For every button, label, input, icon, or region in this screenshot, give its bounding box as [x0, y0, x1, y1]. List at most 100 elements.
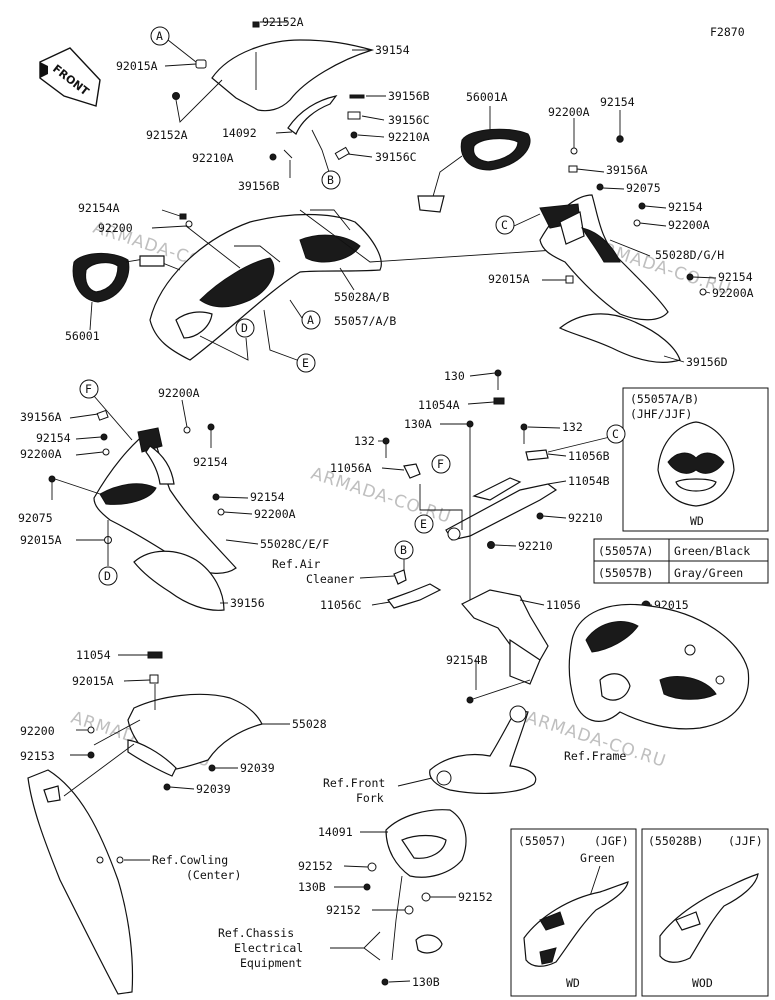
- label-92153: 92153: [20, 749, 55, 763]
- label-92200A-f: 92200A: [254, 507, 296, 521]
- bracket-11056B: [525, 449, 549, 461]
- trim-39156B-b: [283, 149, 293, 159]
- color-table-color-1: Green/Black: [674, 544, 750, 558]
- label-92152A-top: 92152A: [262, 15, 304, 29]
- inset-green-color: Green: [580, 851, 615, 865]
- trim-39156B: [349, 94, 365, 99]
- ref-chassis-1: Ref.Chassis: [218, 926, 294, 940]
- washer-92152-b: [404, 905, 414, 915]
- diagram-code: F2870: [710, 25, 745, 39]
- label-92039-a: 92039: [240, 761, 275, 775]
- label-92152-c: 92152: [458, 890, 493, 904]
- bracket-11056: [461, 589, 549, 685]
- bolt-92154B: [469, 679, 531, 701]
- cover-14091: 14091: [318, 809, 467, 961]
- bolt-132-b: [520, 423, 528, 431]
- label-92154A: 92154A: [78, 201, 120, 215]
- callout-b-top: [321, 170, 341, 190]
- label-92075-a: 92075: [626, 181, 661, 195]
- label-11056C: 11056C: [320, 598, 362, 612]
- label-11054: 11054: [76, 648, 111, 662]
- ref-cowling-1: Ref.Cowling: [152, 853, 228, 867]
- label-56001A: 56001A: [466, 90, 508, 104]
- bracket-11054B: [445, 477, 558, 541]
- inset-55028b-jjf: (55028B) (JJF) WOD: [641, 828, 769, 997]
- callout-a-top-label: A: [156, 29, 163, 43]
- label-92200-b: 92200: [20, 724, 55, 738]
- label-14092: 14092: [222, 126, 257, 140]
- front-arrow-icon: FRONT: [39, 47, 101, 107]
- callout-a-mid: [301, 310, 321, 330]
- label-92152-a: 92152: [298, 859, 333, 873]
- label-39156A-a: 39156A: [606, 163, 648, 177]
- screw-92039-b: [163, 783, 171, 791]
- label-92210A-a: 92210A: [388, 130, 430, 144]
- trim-39156C-a: [347, 111, 361, 120]
- label-92154-d: 92154: [36, 431, 71, 445]
- front-fork-ref: Ref.Front Fork: [323, 705, 537, 805]
- screw-92075-b: [48, 475, 56, 483]
- label-11056A: 11056A: [330, 461, 372, 475]
- bolt-130B-b: [381, 978, 389, 986]
- ref-air-cleaner-2: Cleaner: [306, 572, 355, 586]
- label-92210-b: 92210: [518, 539, 553, 553]
- color-table-color-2: Gray/Green: [674, 566, 743, 580]
- callout-d-left: [98, 566, 118, 586]
- mirror-56001: 56001: [65, 253, 181, 343]
- label-11054B: 11054B: [568, 474, 610, 488]
- label-39154: 39154: [375, 43, 410, 57]
- inset-green-code: (55057): [518, 834, 566, 848]
- inset-wd-title-1: (55057A/B): [630, 392, 699, 406]
- label-11056B: 11056B: [568, 449, 610, 463]
- washer-92200A-a: [570, 147, 578, 155]
- screw-92153: [87, 751, 95, 759]
- clip-92015A: [195, 59, 207, 69]
- washer-92200: [185, 220, 193, 228]
- inset-55057-jgf: (55057) (JGF) Green WD: [510, 828, 637, 997]
- label-39156C-b: 39156C: [375, 150, 417, 164]
- label-39156A-b: 39156A: [20, 410, 62, 424]
- callout-c-center: [606, 424, 626, 444]
- label-14091: 14091: [318, 825, 353, 839]
- label-92152A-b: 92152A: [146, 128, 188, 142]
- label-11054A: 11054A: [418, 398, 460, 412]
- washer-92200A-f: [217, 508, 225, 516]
- label-55028DGH: 55028D/G/H: [655, 248, 724, 262]
- lower-panel-55028: [127, 693, 263, 777]
- screw-92154-e: [207, 423, 215, 431]
- bolt-130: [494, 369, 502, 377]
- screw-92075-a: [596, 183, 604, 191]
- callout-a-mid-label: A: [307, 313, 314, 327]
- label-55057AB: 55057/A/B: [334, 314, 396, 328]
- label-132-a: 132: [562, 420, 583, 434]
- washer-92200-b: [87, 726, 95, 734]
- callout-c-center-label: C: [612, 427, 619, 441]
- label-92015A-r: 92015A: [488, 272, 530, 286]
- mirror-56001A: 56001A: [417, 90, 531, 213]
- label-55028AB: 55028A/B: [334, 290, 389, 304]
- label-92200A-a: 92200A: [548, 105, 590, 119]
- label-92200: 92200: [98, 221, 133, 235]
- screw-92154-b: [638, 202, 646, 210]
- label-92154-b: 92154: [668, 200, 703, 214]
- label-39156D: 39156D: [686, 355, 728, 369]
- label-92200A-d: 92200A: [20, 447, 62, 461]
- inset-wd-front: (55057A/B) (JHF/JJF) WD: [622, 387, 769, 532]
- washer-92152-a: [367, 862, 377, 872]
- bracket-11056A: [403, 463, 421, 479]
- callout-e-mid: [296, 353, 316, 373]
- windshield-39154: [211, 21, 375, 112]
- label-130: 130: [444, 369, 465, 383]
- inset-green-footer: WD: [566, 976, 580, 990]
- callout-d-mid-label: D: [241, 321, 248, 335]
- label-92039-b: 92039: [196, 782, 231, 796]
- clip-92015A-r: [565, 275, 574, 284]
- inset-wod-model: (JJF): [728, 834, 763, 848]
- callout-d-left-label: D: [104, 569, 111, 583]
- ref-chassis-3: Equipment: [240, 956, 302, 970]
- cowling-center-ref: [27, 769, 134, 995]
- label-55028CEF: 55028C/E/F: [260, 537, 329, 551]
- inset-green-model: (JGF): [594, 834, 629, 848]
